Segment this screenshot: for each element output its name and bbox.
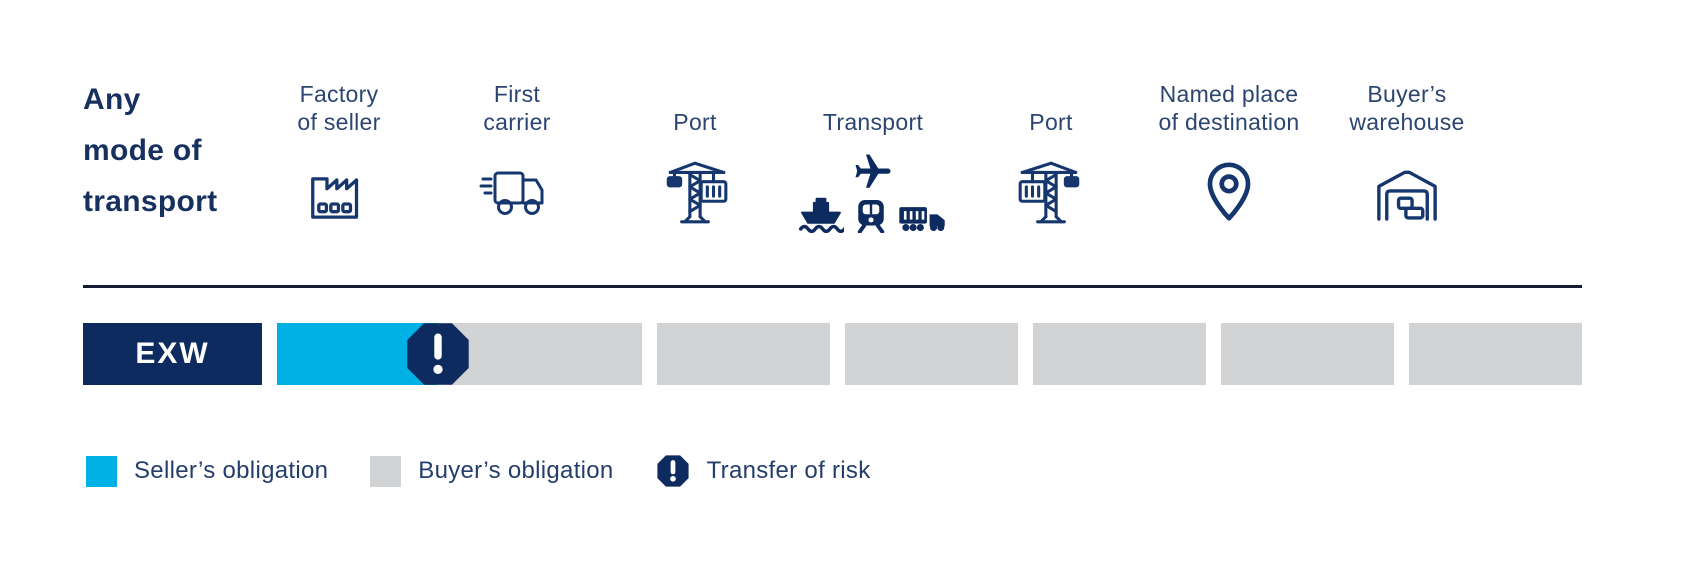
cargo-truck-icon — [899, 207, 945, 232]
column-label: Port — [673, 109, 717, 135]
transfer-of-risk-icon — [657, 455, 689, 487]
column-label: Factory of seller — [297, 81, 381, 135]
mode-of-transport-heading: Any mode of transport — [83, 83, 218, 218]
column-label: Transport — [822, 109, 924, 135]
legend-item-seller: Seller’s obligation — [86, 455, 329, 487]
factory-icon — [311, 177, 359, 219]
crane-container-icon-mirrored — [1018, 161, 1080, 224]
column-factory-of-seller: Factory of seller — [250, 74, 428, 240]
transfer-of-risk-icon — [407, 323, 469, 385]
buyer-color-swatch — [370, 455, 402, 487]
column-port-destination: Port — [962, 74, 1140, 240]
bar-segment-buyer — [1221, 323, 1394, 385]
legend-label: Transfer of risk — [706, 457, 871, 484]
legend-item-risk: Transfer of risk — [656, 454, 871, 488]
obligation-bar: EXW — [83, 323, 1582, 385]
column-first-carrier: First carrier — [428, 74, 606, 240]
legend-item-buyer: Buyer’s obligation — [370, 455, 614, 487]
bar-segment-buyer — [1033, 323, 1206, 385]
column-named-place: Named place of destination — [1140, 74, 1318, 240]
column-buyers-warehouse: Buyer’s warehouse — [1318, 74, 1496, 240]
legend-label: Seller’s obligation — [134, 457, 329, 484]
column-port-origin: Port — [606, 74, 784, 240]
column-label: Named place of destination — [1158, 81, 1300, 135]
column-label: Buyer’s warehouse — [1349, 81, 1465, 135]
column-label: First carrier — [483, 81, 551, 135]
legend-label: Buyer’s obligation — [418, 457, 614, 484]
train-icon — [857, 200, 885, 233]
location-pin-icon — [1207, 162, 1251, 221]
delivery-truck-icon — [479, 171, 544, 215]
warehouse-icon — [1377, 170, 1437, 221]
seller-color-swatch — [86, 455, 117, 487]
timeline-divider — [83, 285, 1582, 288]
column-transport: Transport — [784, 74, 962, 240]
legend: Seller’s obligation Buyer’s obligation T… — [86, 454, 871, 488]
bar-segment-buyer — [1409, 323, 1582, 385]
incoterm-badge: EXW — [83, 323, 262, 385]
bar-segment-buyer — [845, 323, 1018, 385]
bar-segment-seller-to-buyer — [277, 323, 642, 385]
column-label: Port — [1029, 109, 1073, 135]
multimodal-transport-icons — [798, 151, 948, 233]
ship-icon — [798, 197, 844, 233]
bar-segment-buyer — [657, 323, 830, 385]
crane-container-icon — [666, 161, 728, 224]
plane-icon — [855, 154, 891, 188]
shipment-stage-columns: Factory of seller First carrier — [250, 74, 1496, 240]
